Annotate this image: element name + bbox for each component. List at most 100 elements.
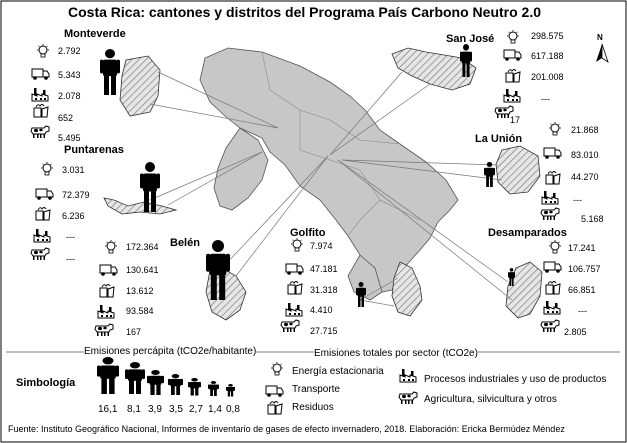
value-agri: 5.168 [581, 214, 604, 224]
bulb-icon [506, 29, 520, 44]
waste-icon [267, 401, 283, 415]
percapita-value: 0,8 [226, 404, 240, 415]
value-energy: 17.241 [568, 243, 596, 253]
icons-monteverde [30, 43, 50, 139]
waste-icon [99, 284, 115, 298]
icons-desamparados [540, 239, 562, 333]
truck-icon [31, 68, 50, 81]
waste-icon [505, 69, 521, 83]
person-icon [208, 381, 219, 396]
factory-icon [399, 368, 417, 383]
location-name: San José [446, 33, 495, 45]
value-industrial: --- [66, 232, 75, 242]
person-icon [97, 357, 119, 394]
factory-icon [541, 190, 559, 205]
location-name: Puntarenas [64, 144, 124, 156]
source-note: Fuente: Instituto Geográfico Nacional, I… [8, 424, 565, 434]
value-agri: 2.805 [564, 327, 587, 337]
legend-industrial: Procesos industriales y uso de productos [424, 374, 607, 385]
value-industrial: --- [573, 195, 582, 205]
person-icon [188, 378, 201, 396]
bulb-icon [104, 239, 118, 254]
factory-icon [33, 228, 51, 243]
percapita-value: 1,4 [208, 404, 222, 415]
value-industrial: 93.584 [126, 306, 154, 316]
value-energy: 172.364 [126, 242, 159, 252]
truck-icon [265, 385, 284, 398]
bulb-icon [36, 43, 50, 58]
truck-icon [285, 263, 304, 276]
legend-heading: Simbología [16, 377, 76, 389]
value-energy: 298.575 [531, 31, 564, 41]
value-transport: 130.641 [126, 265, 159, 275]
icons-puntarenas [30, 161, 54, 261]
value-transport: 72.379 [62, 190, 90, 200]
person-icon [484, 162, 495, 187]
value-industrial: --- [541, 94, 550, 104]
value-transport: 83.010 [571, 150, 599, 160]
value-waste: 6.236 [62, 211, 85, 221]
factory-icon [97, 304, 115, 319]
waste-icon [33, 104, 49, 118]
truck-icon [99, 264, 118, 277]
value-energy: 2.792 [58, 46, 81, 56]
inset-puntarenas [103, 197, 178, 215]
inset-san-jose [391, 47, 477, 91]
cow-icon [30, 125, 50, 139]
value-energy: 21.868 [571, 125, 599, 135]
inset-desamparados [505, 261, 543, 319]
inset-golfito [391, 261, 423, 317]
percapita-value: 3,9 [148, 404, 162, 415]
legend-transport: Transporte [292, 384, 340, 395]
value-transport: 106.757 [568, 264, 601, 274]
location-name: La Unión [475, 133, 523, 145]
value-agri: 167 [126, 327, 142, 337]
location-name: Desamparados [488, 227, 567, 239]
factory-icon [285, 302, 303, 317]
person-icon [226, 384, 235, 397]
legend-energy: Energía estacionaria [292, 366, 384, 377]
bulb-icon [548, 121, 562, 136]
waste-icon [287, 281, 303, 295]
factory-icon [503, 88, 521, 103]
cow-icon [540, 207, 560, 221]
icons-san-jose [494, 29, 522, 119]
truck-icon [35, 188, 54, 201]
value-waste: 66.851 [568, 285, 596, 295]
value-waste: 201.008 [531, 72, 564, 82]
cow-icon [30, 247, 50, 261]
icons-la-union [540, 121, 562, 221]
percapita-value: 16,1 [98, 404, 118, 415]
value-transport: 5.343 [58, 70, 81, 80]
percapita-value: 2,7 [189, 404, 203, 415]
person-icon [147, 370, 164, 395]
value-waste: 13.612 [126, 286, 154, 296]
value-agri: 17 [510, 115, 521, 125]
bulb-icon [270, 361, 284, 376]
person-icon [168, 374, 183, 395]
value-agri: 27.715 [310, 326, 338, 336]
inset-monteverde [119, 55, 161, 117]
value-industrial: 4.410 [310, 305, 333, 315]
legend-agri: Agricultura, silvicultura y otros [424, 394, 557, 405]
cow-icon [540, 319, 560, 333]
location-name: Monteverde [64, 28, 126, 40]
map-title: Costa Rica: cantones y distritos del Pro… [68, 4, 542, 20]
value-energy: 3.031 [62, 165, 85, 175]
waste-icon [545, 171, 561, 185]
cow-icon [94, 323, 114, 337]
value-transport: 47.181 [310, 264, 338, 274]
bulb-icon [40, 161, 54, 176]
truck-icon [543, 261, 562, 274]
location-name: Belén [170, 237, 200, 249]
north-label: N [597, 33, 603, 42]
value-industrial: --- [578, 306, 587, 316]
percapita-value: 3,5 [169, 404, 183, 415]
icons-golfito [280, 237, 304, 333]
cow-icon [280, 319, 300, 333]
truck-icon [503, 49, 522, 62]
waste-icon [545, 281, 561, 295]
factory-icon [31, 87, 49, 102]
